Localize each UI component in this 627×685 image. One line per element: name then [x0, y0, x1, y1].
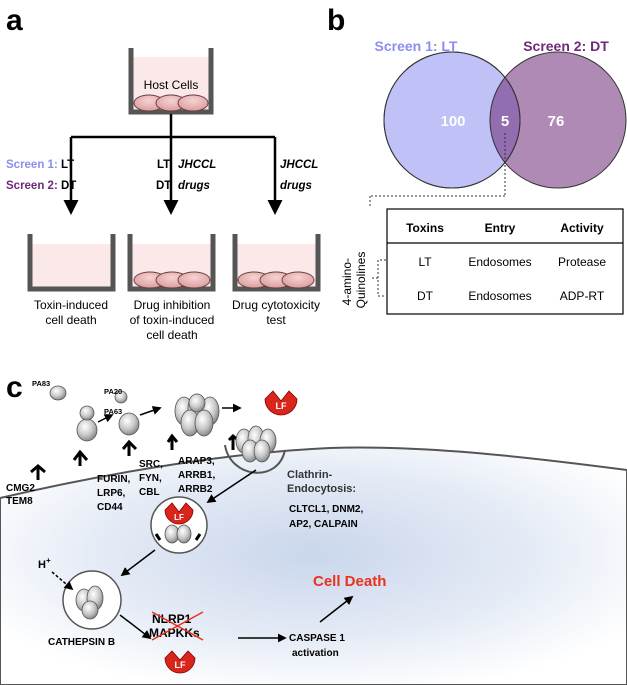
lf-label-endosome: LF — [174, 513, 184, 522]
cbl-label: CBL — [139, 487, 160, 498]
acidified-endosome — [62, 570, 122, 630]
table-cell-lt-activity: Protease — [558, 255, 606, 269]
well-toxin-death — [27, 234, 116, 292]
caption-right-1: Drug cytotoxicity — [232, 298, 320, 312]
lf-label-cytosol: LF — [175, 660, 186, 670]
host-cells-label: Host Cells — [144, 78, 199, 92]
caption-mid-1: Drug inhibition — [134, 298, 211, 312]
pa-heptamer — [174, 393, 220, 437]
furin-label: FURIN, — [97, 474, 131, 485]
venn-title-dt: Screen 2: DT — [523, 38, 609, 54]
lf-molecule-cytosol: LF — [164, 650, 196, 674]
panel-a-tree — [63, 114, 283, 215]
mid-dt: DT — [156, 180, 171, 192]
caption-left-2: cell death — [45, 313, 96, 327]
table-header-toxins: Toxins — [406, 221, 444, 235]
screen2-label: Screen 2: DT — [6, 180, 76, 192]
table-cell-lt: LT — [418, 255, 432, 269]
table-cell-dt: DT — [417, 289, 434, 303]
nlrp1-label: NLRP1 — [152, 612, 192, 626]
cd44-label: CD44 — [97, 502, 123, 513]
pa20-label: PA20 — [104, 387, 122, 396]
h-plus-label: H+ — [38, 556, 51, 571]
pa63-label: PA63 — [104, 407, 122, 416]
toxins-table: Toxins Entry Activity LT Endosomes Prote… — [386, 208, 624, 315]
caption-left-1: Toxin-induced — [34, 298, 108, 312]
screen2-suffix: DT — [58, 180, 77, 192]
screen1-suffix: LT — [58, 159, 74, 171]
venn-count-dt-only: 76 — [548, 113, 565, 130]
table-cell-lt-entry: Endosomes — [468, 255, 531, 269]
tem8-label: TEM8 — [6, 496, 33, 507]
quinolines-connector — [369, 133, 506, 297]
mapkks-label: MAPKKs — [149, 626, 200, 640]
right-drug-line1: JHCCL — [280, 159, 318, 171]
lf-label-outside: LF — [276, 401, 287, 411]
caption-right-2: test — [266, 313, 286, 327]
ap2-label: AP2, CALPAIN — [289, 519, 358, 530]
pathway-arrows-inside — [51, 469, 354, 643]
panel-c-letter: c — [6, 371, 23, 404]
host-cells-well: Host Cells — [128, 48, 214, 115]
pa83-molecule — [49, 385, 98, 442]
well-drug-cytotoxicity — [232, 234, 321, 292]
cmg2-label: CMG2 — [6, 483, 35, 494]
right-drug-line2: drugs — [280, 180, 312, 192]
caption-mid-3: cell death — [146, 328, 197, 342]
cltcl1-label: CLTCL1, DNM2, — [289, 504, 363, 515]
clathrin-label-1: Clathrin- — [287, 469, 333, 481]
table-cell-dt-entry: Endosomes — [468, 289, 531, 303]
h-superscript: + — [46, 556, 51, 565]
cell-death-label: Cell Death — [313, 573, 386, 590]
caption-mid-2: of toxin-induced — [130, 313, 215, 327]
arap3-label: ARAP3, — [178, 456, 215, 467]
clathrin-label-2: Endocytosis: — [287, 483, 356, 495]
nlrp1-mapkk-target: NLRP1 MAPKKs — [149, 611, 204, 641]
lf-molecule-outside: LF — [264, 390, 298, 416]
h-label: H — [38, 559, 46, 571]
screen1-label: Screen 1: LT — [6, 159, 74, 171]
arrb1-label: ARRB1, — [178, 470, 215, 481]
cathepsin-label: CATHEPSIN B — [48, 637, 115, 648]
arrb2-label: ARRB2 — [178, 484, 213, 495]
mid-lt: LT — [157, 159, 170, 171]
endosome-with-lf: LF — [150, 496, 208, 554]
quinolines-line2: Quinolines — [354, 252, 368, 309]
pa63-molecule — [114, 390, 140, 436]
venn-count-overlap: 5 — [501, 113, 509, 130]
mid-drug-line1: JHCCL — [178, 159, 216, 171]
venn-diagram — [383, 51, 627, 189]
venn-title-lt: Screen 1: LT — [375, 38, 458, 54]
venn-count-lt-only: 100 — [440, 113, 465, 130]
caspase-label-2: activation — [292, 648, 339, 659]
table-cell-dt-activity: ADP-RT — [560, 289, 605, 303]
quinolines-label: 4-amino- Quinolines — [340, 252, 368, 309]
pa83-label: PA83 — [32, 379, 50, 388]
table-header-activity: Activity — [560, 221, 604, 235]
table-header-entry: Entry — [485, 221, 516, 235]
screen2-prefix: Screen 2: — [6, 180, 58, 192]
panel-a-letter: a — [6, 4, 23, 37]
fyn-label: FYN, — [139, 473, 162, 484]
quinolines-line1: 4-amino- — [340, 258, 354, 305]
pathway-arrows-top — [97, 403, 242, 423]
mid-drug-line2: drugs — [178, 180, 210, 192]
src-label: SRC, — [139, 459, 163, 470]
caspase-label-1: CASPASE 1 — [289, 633, 345, 644]
venn-circle-dt — [489, 51, 627, 189]
screen1-prefix: Screen 1: — [6, 159, 58, 171]
clathrin-pit — [224, 425, 286, 474]
lrp6-label: LRP6, — [97, 488, 126, 499]
well-drug-inhibition — [127, 234, 216, 292]
panel-b-letter: b — [327, 4, 345, 37]
